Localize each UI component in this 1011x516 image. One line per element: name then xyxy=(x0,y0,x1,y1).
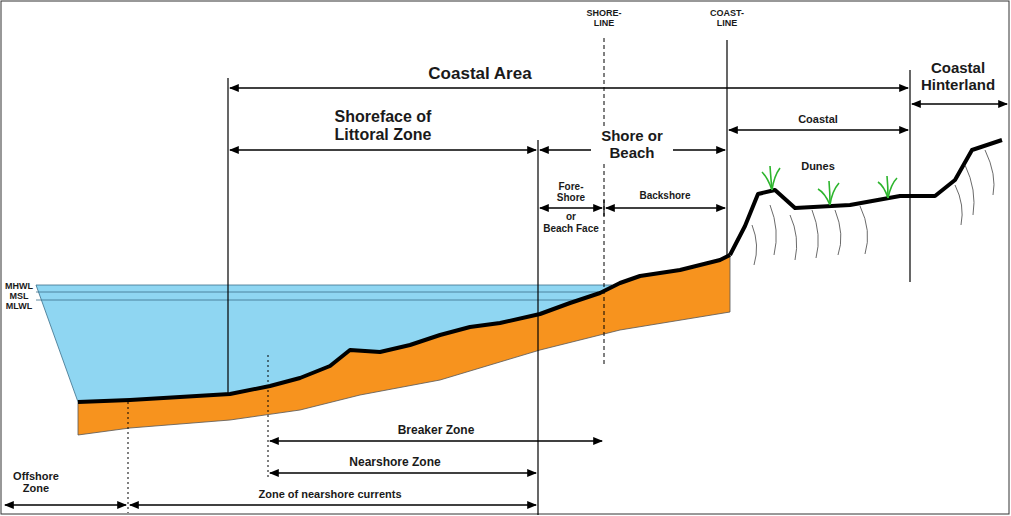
zone-label: Shoreface of Littoral Zone xyxy=(318,108,448,144)
zone-label: Beach Face xyxy=(543,223,599,234)
soil-strokes xyxy=(752,150,994,265)
seabed-profile xyxy=(78,255,730,402)
zone-label: Dunes xyxy=(801,160,835,172)
sediment-layer xyxy=(78,255,730,435)
zone-label: or xyxy=(566,211,576,222)
zone-label: MLWL xyxy=(6,301,33,311)
zone-label: Nearshore Zone xyxy=(349,456,440,469)
breaker-limit xyxy=(268,355,269,478)
span-arrows xyxy=(5,88,1007,505)
zone-label: Coastal Area xyxy=(426,64,533,83)
offshore-limit xyxy=(128,402,129,513)
zone-label: Coastal Hinterland xyxy=(912,60,1004,94)
water-edge xyxy=(36,285,78,402)
shoreline-line xyxy=(604,38,605,365)
zone-label: COAST-LINE xyxy=(703,8,751,28)
mhwl-line xyxy=(36,285,612,286)
zone-label: MSL xyxy=(10,291,29,301)
zone-boundaries xyxy=(228,40,910,515)
msl-line xyxy=(36,292,598,293)
zone-label: Coastal xyxy=(798,113,838,125)
zone-label: Offshore Zone xyxy=(4,470,68,495)
zone-label: Zone of nearshore currents xyxy=(258,488,401,500)
dune-profile xyxy=(730,140,1002,255)
zone-label: SHORE-LINE xyxy=(580,8,628,28)
mlwl-line xyxy=(36,300,580,301)
zone-label: Breaker Zone xyxy=(398,424,475,437)
zone-label: Shore or Beach xyxy=(591,128,673,162)
zone-label: Backshore xyxy=(639,190,690,201)
zone-label: Fore-Shore xyxy=(546,181,596,203)
zone-label: MHWL xyxy=(5,281,33,291)
